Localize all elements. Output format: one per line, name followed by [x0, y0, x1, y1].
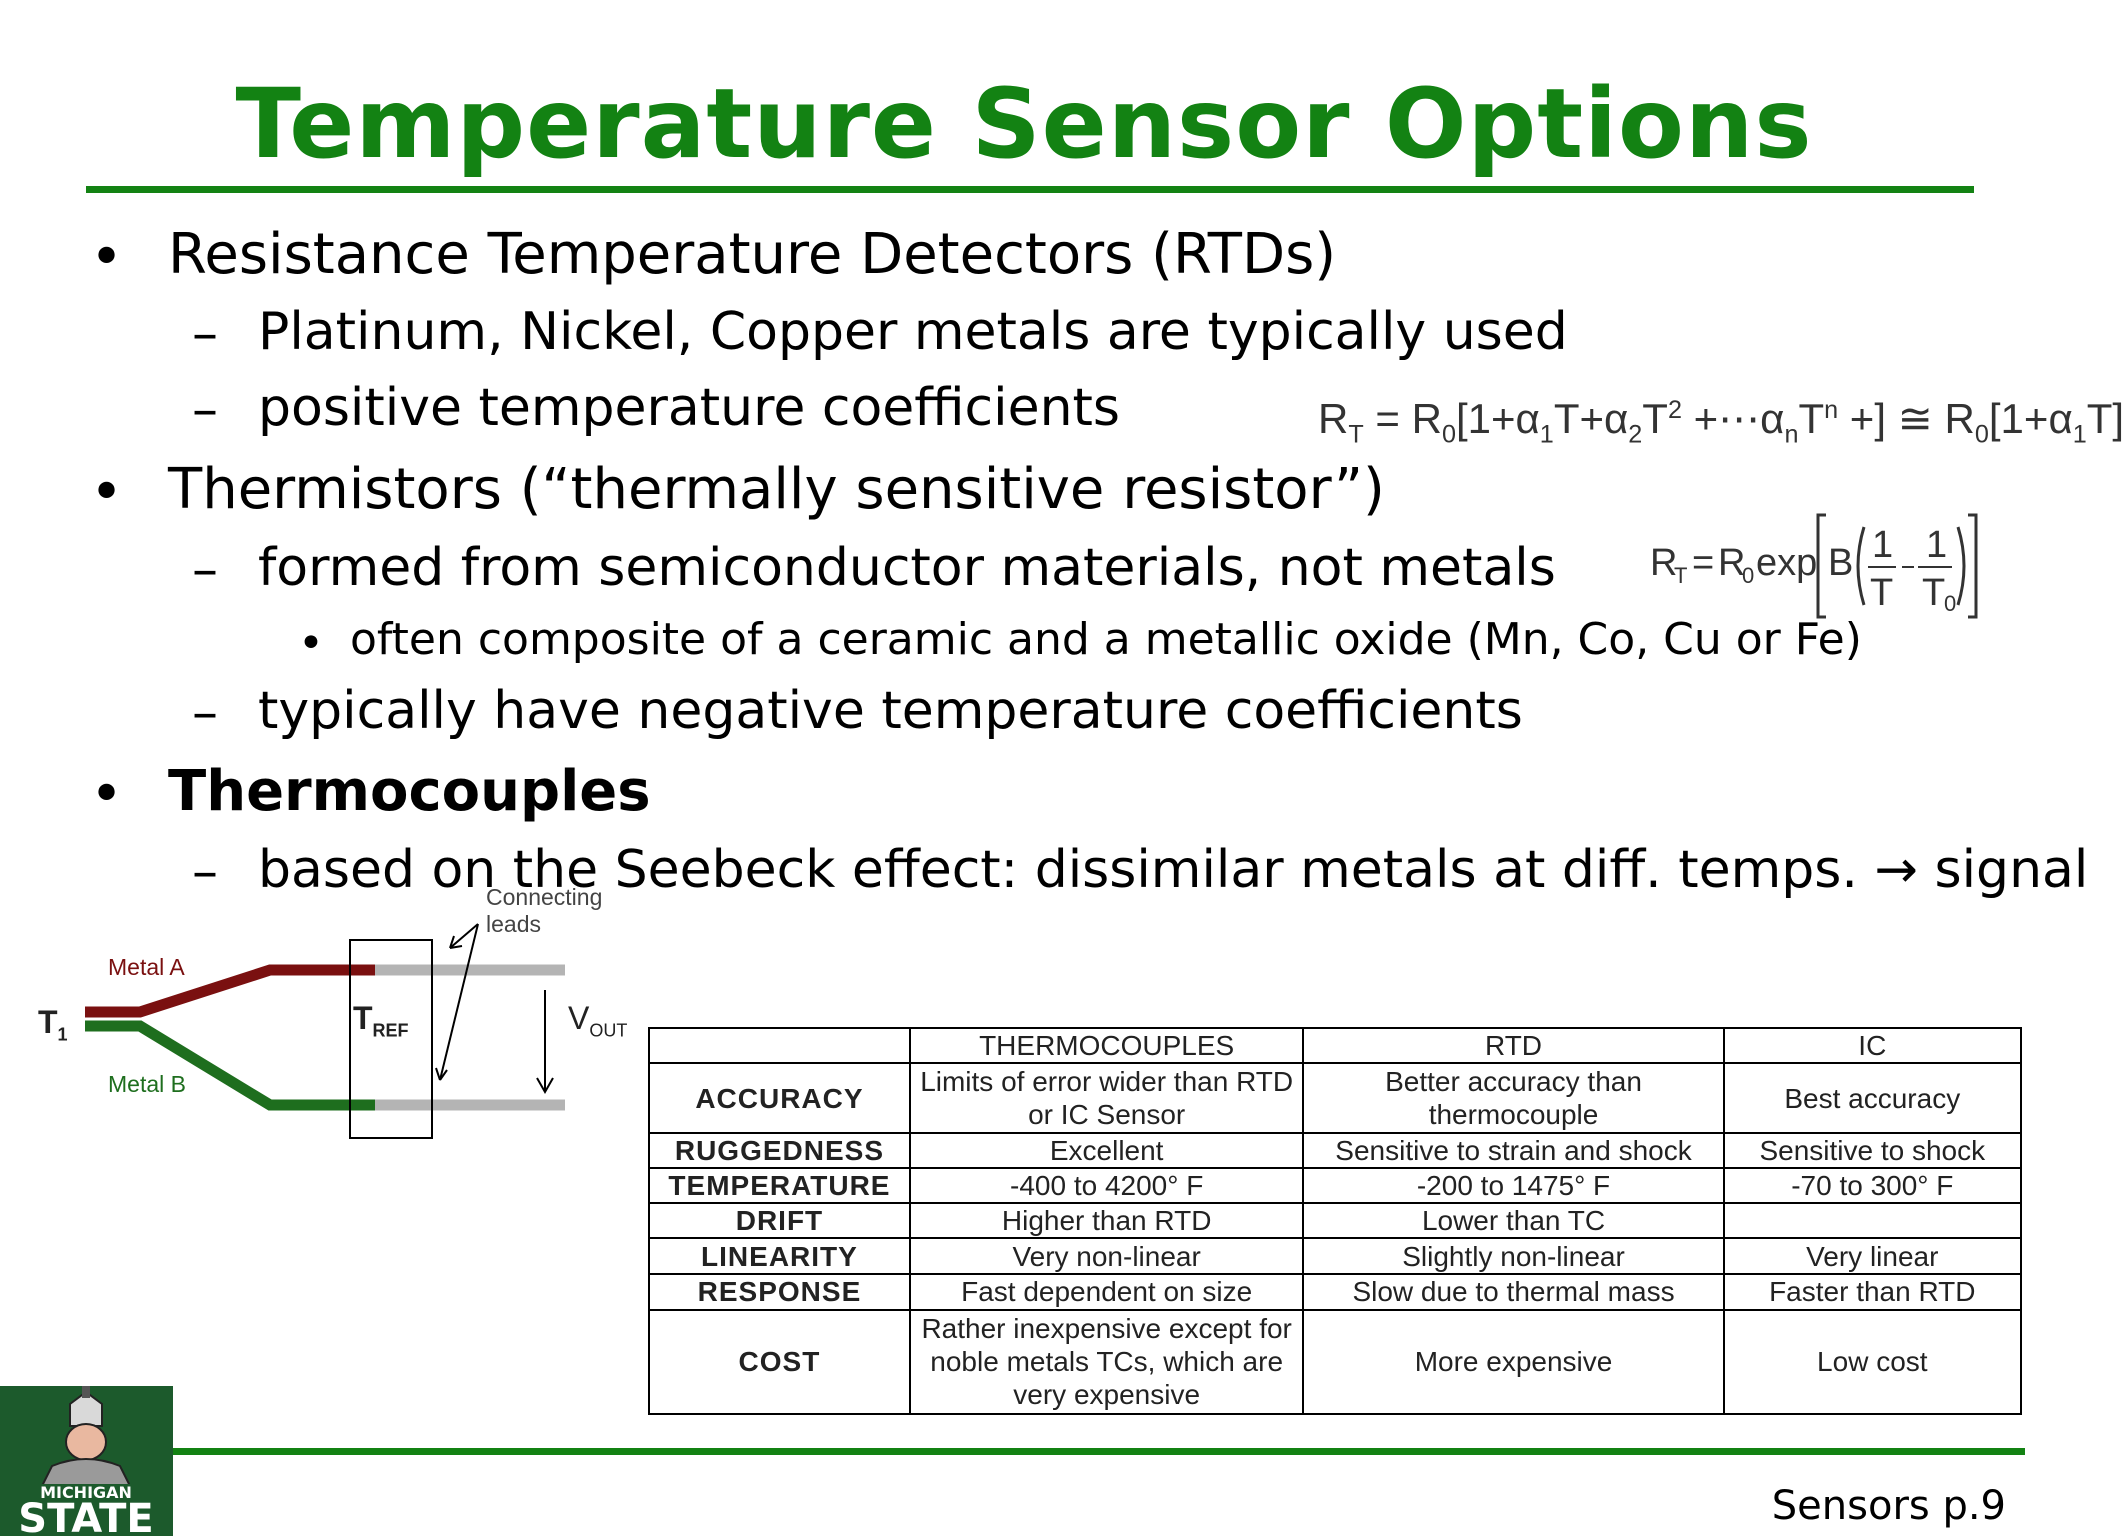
svg-text:R: R — [1650, 542, 1677, 584]
row-label: DRIFT — [648, 1202, 911, 1240]
table-cell: Lower than TC — [1302, 1202, 1725, 1240]
table-cell: Slow due to thermal mass — [1302, 1272, 1725, 1311]
dash: – — [192, 683, 218, 743]
table-cell: Fast dependent on size — [908, 1272, 1305, 1311]
table-row: LINEARITY Very non-linear Slightly non-l… — [648, 1237, 2023, 1275]
table-cell: Sensitive to shock — [1722, 1132, 2023, 1170]
svg-text:exp: exp — [1756, 542, 1817, 584]
rtd-coefficient-text: positive temperature coefficients — [258, 378, 1121, 438]
table-cell: Very non-linear — [908, 1237, 1305, 1275]
title-divider — [86, 186, 1974, 193]
svg-text:T: T — [1870, 572, 1893, 614]
svg-text:1: 1 — [1926, 524, 1947, 566]
page-footer: Sensors p.9 — [1771, 1483, 2006, 1529]
table-cell: Limits of error wider than RTD or IC Sen… — [908, 1062, 1305, 1135]
table-cell: More expensive — [1302, 1308, 1725, 1416]
row-label: RESPONSE — [648, 1272, 911, 1311]
lead-pointer-top — [449, 923, 479, 949]
table-row: ACCURACY Limits of error wider than RTD … — [648, 1062, 2023, 1135]
sub-bullet-dot: • — [298, 618, 324, 669]
metal-a-label: Metal A — [108, 954, 185, 980]
table-cell: Low cost — [1722, 1308, 2023, 1416]
sensor-comparison-table: THERMOCOUPLES RTD IC ACCURACY Limits of … — [648, 1026, 2023, 1416]
bullet-dot: • — [90, 460, 124, 525]
bullet-thermocouple-heading: Thermocouples — [168, 759, 651, 824]
table-header-cell: IC — [1722, 1026, 2023, 1065]
svg-text:T: T — [1922, 572, 1945, 614]
table-cell — [1722, 1202, 2023, 1240]
table-row: DRIFT Higher than RTD Lower than TC — [648, 1202, 2023, 1240]
metal-b-wire — [85, 1020, 375, 1111]
svg-text:B: B — [1828, 542, 1853, 584]
svg-text:STATE: STATE — [18, 1496, 153, 1540]
svg-text:1: 1 — [1872, 524, 1893, 566]
table-row: RUGGEDNESS Excellent Sensitive to strain… — [648, 1132, 2023, 1170]
table-header-cell: RTD — [1302, 1026, 1725, 1065]
michigan-state-logo: MICHIGAN STATE — [0, 1386, 173, 1540]
t1-label: T1 — [38, 1004, 68, 1045]
metal-a-wire — [85, 964, 375, 1018]
table-cell: -200 to 1475° F — [1302, 1167, 1725, 1205]
bullet-thermistor-heading: Thermistors (“thermally sensitive resist… — [168, 457, 1385, 522]
svg-text:0: 0 — [1944, 591, 1956, 616]
svg-text:=: = — [1692, 542, 1714, 584]
table-header-row: THERMOCOUPLES RTD IC — [648, 1026, 2023, 1065]
thermocouple-seebeck-text: based on the Seebeck effect: dissimilar … — [258, 840, 2089, 900]
slide-title: Temperature Sensor Options — [235, 68, 1813, 180]
table-cell: -400 to 4200° F — [908, 1167, 1305, 1205]
svg-text:T: T — [1674, 563, 1687, 588]
row-label: RUGGEDNESS — [648, 1132, 911, 1170]
table-cell: -70 to 300° F — [1722, 1167, 2023, 1205]
table-row: COST Rather inexpensive except for noble… — [648, 1308, 2023, 1416]
connecting-leads-label: Connecting leads — [486, 884, 603, 937]
svg-text:0: 0 — [1742, 563, 1754, 588]
table-row: RESPONSE Fast dependent on size Slow due… — [648, 1272, 2023, 1311]
thermistor-material-text: formed from semiconductor materials, not… — [258, 538, 1556, 598]
thermocouple-diagram — [85, 923, 565, 1139]
bullet-dot: • — [90, 225, 124, 290]
table-cell: Faster than RTD — [1722, 1272, 2023, 1311]
row-label: COST — [648, 1308, 911, 1416]
row-label: TEMPERATURE — [648, 1167, 911, 1205]
dash: – — [192, 380, 218, 440]
thermistor-equation: RT = R0 exp B 1 T 1 T0 — [1650, 513, 1978, 619]
table-header-cell — [648, 1026, 911, 1065]
table-cell: Excellent — [908, 1132, 1305, 1170]
tref-label: TREF — [353, 1000, 409, 1041]
table-cell: Very linear — [1722, 1237, 2023, 1275]
dash: – — [192, 842, 218, 902]
svg-text:R: R — [1718, 542, 1745, 584]
table-cell: Best accuracy — [1722, 1062, 2023, 1135]
thermistor-negative-text: typically have negative temperature coef… — [258, 681, 1523, 741]
footer-divider — [173, 1448, 2025, 1455]
table-row: TEMPERATURE -400 to 4200° F -200 to 1475… — [648, 1167, 2023, 1205]
dash: – — [192, 304, 218, 364]
table-header-cell: THERMOCOUPLES — [908, 1026, 1305, 1065]
table-cell: Sensitive to strain and shock — [1302, 1132, 1725, 1170]
table-cell: Higher than RTD — [908, 1202, 1305, 1240]
table-cell: Better accuracy than thermocouple — [1302, 1062, 1725, 1135]
vout-label: VOUT — [568, 1000, 628, 1041]
rtd-metals-text: Platinum, Nickel, Copper metals are typi… — [258, 302, 1568, 362]
table-cell: Rather inexpensive except for noble meta… — [908, 1308, 1305, 1416]
rtd-equation: RT = R0[1+α1T+α2T2 +⋯αnTn +] ≅ R0[1+α1T] — [1318, 395, 2124, 449]
metal-b-label: Metal B — [108, 1071, 186, 1097]
bullet-dot: • — [90, 762, 124, 827]
row-label: ACCURACY — [648, 1062, 911, 1135]
bullet-rtd-heading: Resistance Temperature Detectors (RTDs) — [168, 222, 1337, 287]
table-cell: Slightly non-linear — [1302, 1237, 1725, 1275]
dash: – — [192, 540, 218, 600]
thermistor-composite-text: often composite of a ceramic and a metal… — [350, 614, 1862, 665]
svg-text:MICHIGAN: MICHIGAN — [40, 1483, 132, 1502]
lead-pointer-bottom — [439, 923, 479, 1081]
tref-block — [349, 939, 433, 1139]
row-label: LINEARITY — [648, 1237, 911, 1275]
